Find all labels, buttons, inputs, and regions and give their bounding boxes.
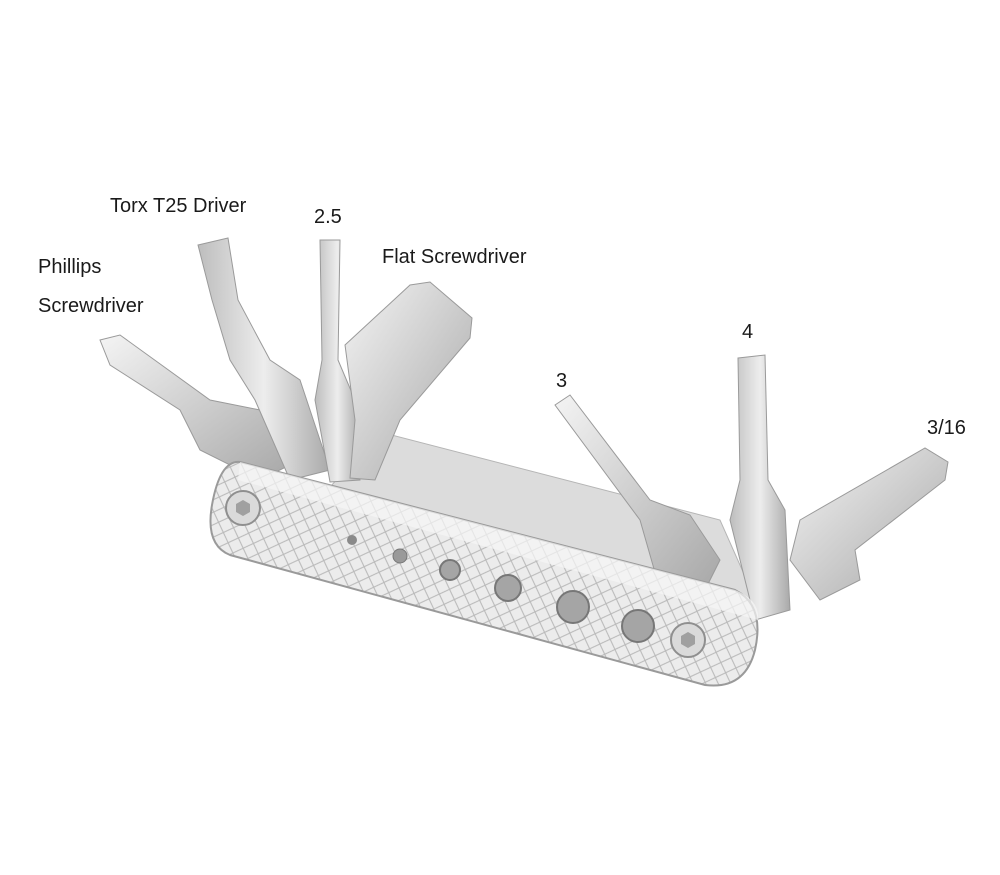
flat-screwdriver-blade xyxy=(344,281,473,481)
hex-4-key xyxy=(729,354,791,621)
label-torx-t25: Torx T25 Driver xyxy=(110,195,247,217)
phillips-screwdriver-bit xyxy=(99,334,301,481)
hole xyxy=(439,559,461,581)
label-hex-3-16: 3/16 xyxy=(927,417,966,439)
hex-3-key xyxy=(554,394,721,601)
hole xyxy=(556,590,590,624)
label-flat-screwdriver: Flat Screwdriver xyxy=(382,246,527,268)
label-hex-3: 3 xyxy=(556,370,568,392)
hex-2-5-key xyxy=(314,239,361,483)
label-phillips-line1: Phillips xyxy=(38,256,102,278)
hole xyxy=(347,535,357,545)
label-phillips-line2: Screwdriver xyxy=(38,295,144,317)
hex-3-16-key xyxy=(789,447,949,601)
label-hex-4: 4 xyxy=(742,321,754,343)
hole xyxy=(392,548,408,564)
label-hex-2-5: 2.5 xyxy=(314,206,342,228)
hole xyxy=(621,609,655,643)
hole xyxy=(494,574,522,602)
